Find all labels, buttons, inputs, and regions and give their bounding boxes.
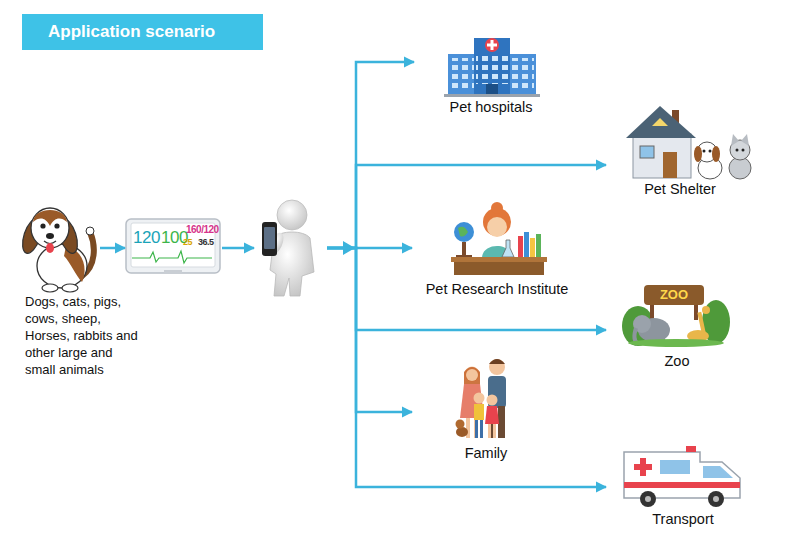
destination-label: Zoo bbox=[607, 352, 747, 370]
destination-box: Pet hospitals bbox=[415, 30, 567, 118]
person-box bbox=[255, 198, 325, 300]
flow-arrow bbox=[100, 247, 125, 250]
shelter-house bbox=[626, 106, 751, 179]
patient-monitor bbox=[126, 219, 220, 274]
hospital-building bbox=[444, 38, 540, 97]
vital-reading: 120 bbox=[133, 229, 160, 246]
animal-group: Dogs, cats, pigs, cows, sheep, Horses, r… bbox=[20, 196, 142, 388]
vital-reading: 25 bbox=[183, 238, 192, 247]
destination-box: Pet Research Institute bbox=[413, 198, 581, 300]
title-banner: Application scenario bbox=[22, 14, 263, 50]
flow-arrow bbox=[327, 165, 606, 248]
research-desk bbox=[451, 202, 547, 275]
caption-text: Dogs, cats, pigs, cows, sheep, Horses, r… bbox=[25, 293, 141, 378]
vital-reading: 160/120 bbox=[186, 225, 219, 235]
dog-illustration bbox=[19, 208, 94, 292]
destination-box: Transport bbox=[607, 440, 759, 530]
monitor-box: 120100160/1202536.5 bbox=[126, 219, 220, 273]
person-with-phone bbox=[262, 200, 314, 296]
flow-arrow bbox=[327, 248, 412, 412]
destination-box: Pet Shelter bbox=[607, 100, 753, 200]
sign-label: ZOO bbox=[646, 287, 702, 303]
flow-arrow bbox=[327, 248, 606, 487]
flow-arrow bbox=[327, 248, 606, 330]
destination-label: Pet Research Institute bbox=[413, 280, 581, 298]
destination-label: Family bbox=[413, 444, 559, 462]
ambulance bbox=[624, 446, 740, 507]
zoo-scene bbox=[622, 285, 730, 347]
vital-reading: 36.5 bbox=[198, 238, 214, 247]
flow-arrow bbox=[327, 62, 414, 248]
destination-label: Pet hospitals bbox=[415, 98, 567, 116]
destination-label: Pet Shelter bbox=[607, 180, 753, 198]
family-group bbox=[456, 359, 507, 438]
destination-box: Family bbox=[413, 350, 559, 464]
destination-label: Transport bbox=[607, 510, 759, 528]
flow-arrow bbox=[222, 247, 254, 250]
